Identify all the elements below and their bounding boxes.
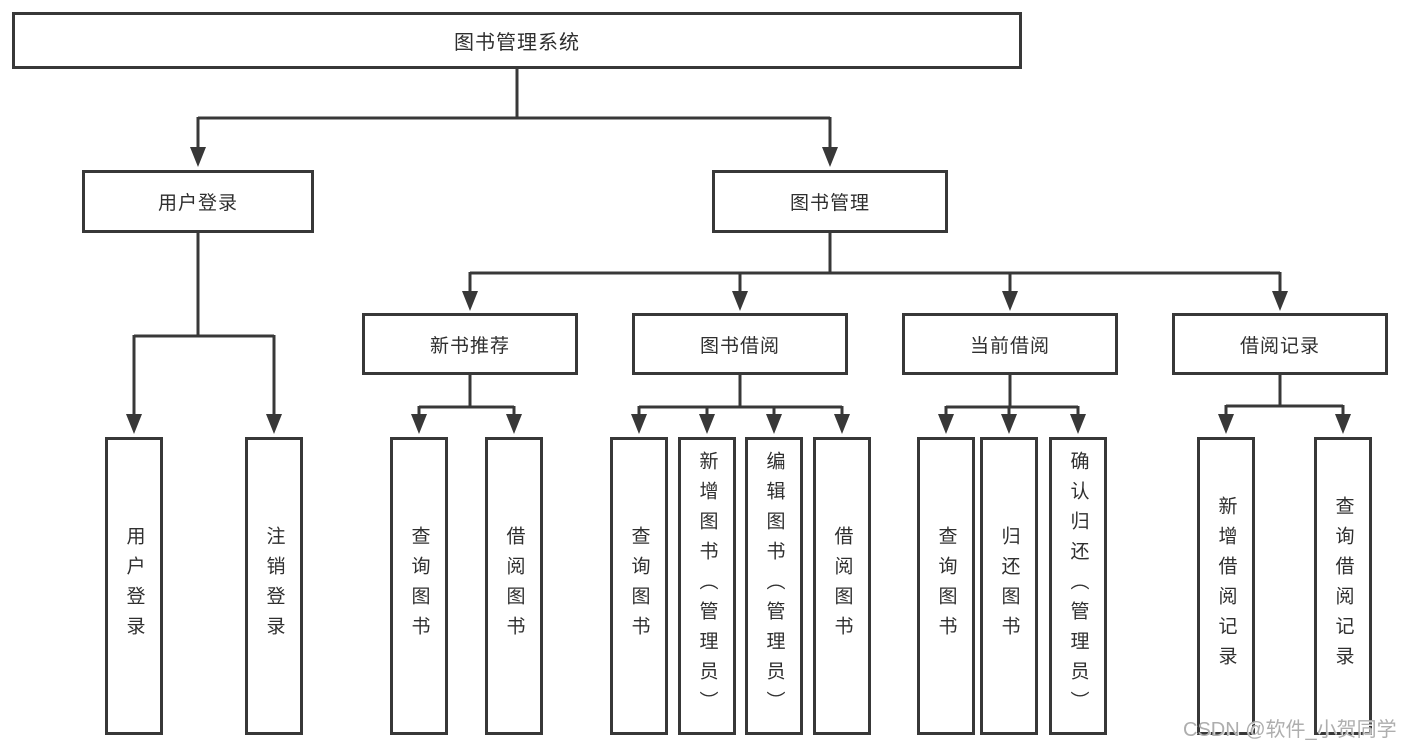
new-book-rec-branch-connector bbox=[417, 375, 516, 416]
arrow-down-icon bbox=[834, 414, 850, 434]
node-book-management: 图书管理 bbox=[712, 170, 948, 233]
arrow-down-icon bbox=[699, 414, 715, 434]
node-leaf-cb-return-book-label: 归还图书 bbox=[998, 526, 1020, 646]
node-leaf-bb-query-book: 查询图书 bbox=[610, 437, 668, 735]
node-book-borrowing: 图书借阅 bbox=[632, 313, 848, 375]
node-leaf-br-add-record-label: 新增借阅记录 bbox=[1215, 496, 1237, 676]
current-borrow-branch-connector bbox=[944, 375, 1080, 416]
node-leaf-rec-borrow-book-label: 借阅图书 bbox=[503, 526, 525, 646]
node-leaf-cb-query-book-label: 查询图书 bbox=[935, 526, 957, 646]
node-leaf-rec-borrow-book: 借阅图书 bbox=[485, 437, 543, 735]
arrow-down-icon bbox=[766, 414, 782, 434]
node-leaf-rec-query-book: 查询图书 bbox=[390, 437, 448, 735]
node-leaf-user-login: 用户登录 bbox=[105, 437, 163, 735]
node-user-login-label: 用户登录 bbox=[157, 193, 238, 214]
arrow-down-icon bbox=[938, 414, 954, 434]
node-borrowing-records: 借阅记录 bbox=[1172, 313, 1388, 375]
node-leaf-cb-return-book: 归还图书 bbox=[980, 437, 1038, 735]
arrow-down-icon bbox=[266, 414, 282, 434]
node-library-system-label: 图书管理系统 bbox=[454, 32, 580, 54]
node-leaf-bb-edit-book-label: 编辑图书（管理员） bbox=[763, 451, 785, 721]
node-leaf-br-add-record: 新增借阅记录 bbox=[1197, 437, 1255, 735]
arrow-down-icon bbox=[631, 414, 647, 434]
user-login-branch-arrowheads bbox=[126, 414, 282, 434]
node-current-borrowing-label: 当前借阅 bbox=[969, 335, 1050, 357]
borrow-records-branch-connector bbox=[1224, 375, 1345, 416]
arrow-down-icon bbox=[1002, 291, 1018, 311]
node-leaf-logout: 注销登录 bbox=[245, 437, 303, 735]
arrow-down-icon bbox=[1001, 414, 1017, 434]
node-new-book-recommendation: 新书推荐 bbox=[362, 313, 578, 375]
node-leaf-cb-confirm-return-label: 确认归还（管理员） bbox=[1067, 451, 1089, 721]
arrow-down-icon bbox=[506, 414, 522, 434]
arrow-down-icon bbox=[126, 414, 142, 434]
node-library-system: 图书管理系统 bbox=[12, 12, 1022, 69]
node-leaf-rec-query-book-label: 查询图书 bbox=[408, 526, 430, 646]
book-mgmt-branch-connector bbox=[468, 233, 1282, 293]
new-book-rec-branch-arrowheads bbox=[411, 414, 522, 434]
node-current-borrowing: 当前借阅 bbox=[902, 313, 1118, 375]
node-leaf-br-query-record: 查询借阅记录 bbox=[1314, 437, 1372, 735]
node-leaf-bb-edit-book: 编辑图书（管理员） bbox=[745, 437, 803, 735]
node-leaf-bb-borrow-book: 借阅图书 bbox=[813, 437, 871, 735]
book-borrow-branch-connector bbox=[637, 375, 844, 416]
arrow-down-icon bbox=[411, 414, 427, 434]
arrow-down-icon bbox=[1070, 414, 1086, 434]
node-leaf-bb-add-book: 新增图书（管理员） bbox=[678, 437, 736, 735]
csdn-watermark: CSDN @软件_小贺同学 bbox=[1183, 719, 1397, 741]
arrow-down-icon bbox=[1272, 291, 1288, 311]
node-book-management-label: 图书管理 bbox=[789, 193, 870, 214]
node-leaf-user-login-label: 用户登录 bbox=[123, 526, 145, 646]
node-leaf-bb-query-book-label: 查询图书 bbox=[628, 526, 650, 646]
node-leaf-logout-label: 注销登录 bbox=[263, 526, 285, 646]
node-borrowing-records-label: 借阅记录 bbox=[1239, 335, 1320, 357]
book-mgmt-branch-arrowheads bbox=[462, 291, 1288, 311]
node-book-borrowing-label: 图书借阅 bbox=[699, 335, 780, 357]
arrow-down-icon bbox=[190, 147, 206, 167]
borrow-records-branch-arrowheads bbox=[1218, 414, 1351, 434]
root-branch-connector bbox=[196, 69, 832, 149]
arrow-down-icon bbox=[732, 291, 748, 311]
arrow-down-icon bbox=[822, 147, 838, 167]
node-leaf-bb-add-book-label: 新增图书（管理员） bbox=[696, 451, 718, 721]
user-login-branch-connector bbox=[132, 232, 276, 416]
node-user-login: 用户登录 bbox=[82, 170, 314, 233]
arrow-down-icon bbox=[1335, 414, 1351, 434]
book-borrow-branch-arrowheads bbox=[631, 414, 850, 434]
node-leaf-cb-confirm-return: 确认归还（管理员） bbox=[1049, 437, 1107, 735]
arrow-down-icon bbox=[1218, 414, 1234, 434]
current-borrow-branch-arrowheads bbox=[938, 414, 1086, 434]
arrow-down-icon bbox=[462, 291, 478, 311]
node-leaf-bb-borrow-book-label: 借阅图书 bbox=[831, 526, 853, 646]
node-new-book-recommendation-label: 新书推荐 bbox=[429, 335, 510, 357]
node-leaf-cb-query-book: 查询图书 bbox=[917, 437, 975, 735]
root-branch-arrowheads bbox=[190, 147, 838, 167]
node-leaf-br-query-record-label: 查询借阅记录 bbox=[1332, 496, 1354, 676]
